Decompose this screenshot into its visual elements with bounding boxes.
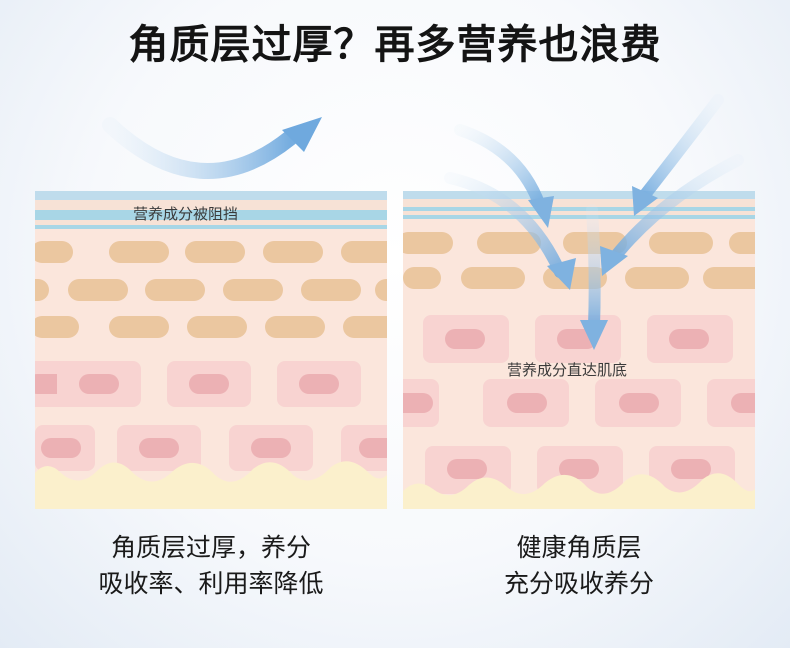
right-caption-line2: 充分吸收养分 [503,569,654,598]
page-headline: 角质层过厚？再多营养也浪费 [128,22,662,68]
blocked-nutrients-label: 营养成分被阻挡 [133,205,239,223]
thick-skin-diagram [35,191,387,509]
left-caption: 角质层过厚，养分 吸收率、利用率降低 [35,530,387,602]
right-caption: 健康角质层 充分吸收养分 [403,530,755,602]
thick-stratum-panel: 营养成分被阻挡 [35,191,387,509]
healthy-skin-diagram [403,191,755,509]
healthy-stratum-panel: 营养成分直达肌底 [403,191,755,509]
nutrients-reach-label: 营养成分直达肌底 [507,361,628,379]
right-caption-line1: 健康角质层 [516,533,642,562]
left-caption-line2: 吸收率、利用率降低 [98,569,324,598]
left-caption-line1: 角质层过厚，养分 [110,533,311,562]
